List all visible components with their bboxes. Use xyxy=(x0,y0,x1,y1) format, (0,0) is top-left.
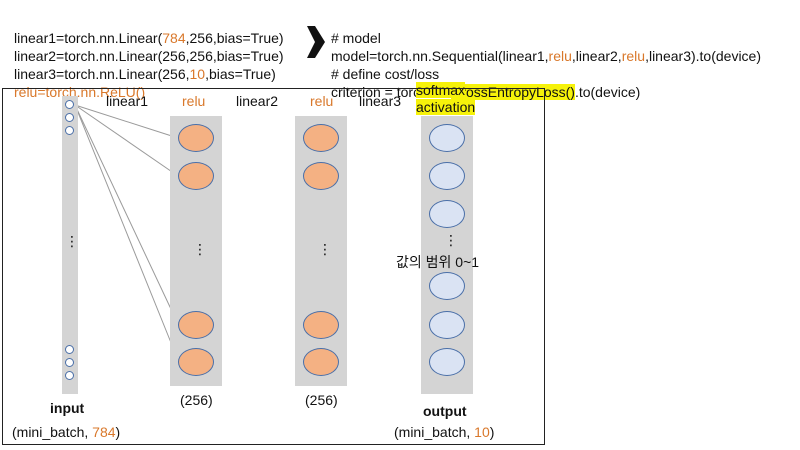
layer-label-linear2: linear2 xyxy=(236,93,279,109)
code-line-linear2: linear2=torch.nn.Linear(256,256,bias=Tru… xyxy=(14,48,284,64)
output-node xyxy=(429,348,465,376)
hidden1-node xyxy=(178,124,214,152)
output-node xyxy=(429,311,465,339)
code-line-linear3: linear3=torch.nn.Linear(256,10,bias=True… xyxy=(14,66,276,82)
hidden2-node xyxy=(303,311,339,339)
code-line-model: model=torch.nn.Sequential(linear1,relu,l… xyxy=(331,48,761,64)
layer-label-relu-2: relu xyxy=(310,93,334,109)
input-node xyxy=(65,345,74,354)
code-comment-model: # model xyxy=(331,30,381,46)
hidden2-node xyxy=(303,162,339,190)
output-ellipsis: ⋮ xyxy=(444,232,458,248)
hidden2-node xyxy=(303,348,339,376)
output-node xyxy=(429,200,465,228)
input-ellipsis: ⋮ xyxy=(65,233,79,249)
output-node xyxy=(429,272,465,300)
hidden1-ellipsis: ⋮ xyxy=(193,241,207,257)
input-node xyxy=(65,100,74,109)
network-diagram-panel xyxy=(2,88,545,445)
output-node xyxy=(429,162,465,190)
layer-label-linear3: linear3 xyxy=(359,93,402,109)
code-line-linear1: linear1=torch.nn.Linear(784,256,bias=Tru… xyxy=(14,30,284,46)
hidden2-node xyxy=(303,124,339,152)
input-node xyxy=(65,358,74,367)
code-comment-loss: # define cost/loss xyxy=(331,66,440,82)
softmax-activation-label: softmax activation xyxy=(416,82,476,115)
layer-label-relu-1: relu xyxy=(182,93,206,109)
hidden2-ellipsis: ⋮ xyxy=(318,241,332,257)
hidden1-shape-label: (256) xyxy=(180,392,213,408)
hidden1-node xyxy=(178,162,214,190)
input-node xyxy=(65,126,74,135)
input-layer-column xyxy=(62,96,78,394)
hidden1-node xyxy=(178,311,214,339)
hidden1-node xyxy=(178,348,214,376)
output-shape-label: (mini_batch, 10) xyxy=(394,424,495,440)
input-node xyxy=(65,113,74,122)
hidden2-shape-label: (256) xyxy=(305,392,338,408)
arrow-right-icon xyxy=(307,26,325,58)
output-node xyxy=(429,124,465,152)
input-title: input xyxy=(50,400,85,416)
value-range-label: 값의 범위 0~1 xyxy=(396,254,480,270)
layer-label-linear1: linear1 xyxy=(106,93,149,109)
hidden-layer-2-column xyxy=(295,116,347,386)
output-title: output xyxy=(423,403,467,419)
input-shape-label: (mini_batch, 784) xyxy=(12,424,121,440)
hidden-layer-1-column xyxy=(170,116,222,386)
input-node xyxy=(65,371,74,380)
